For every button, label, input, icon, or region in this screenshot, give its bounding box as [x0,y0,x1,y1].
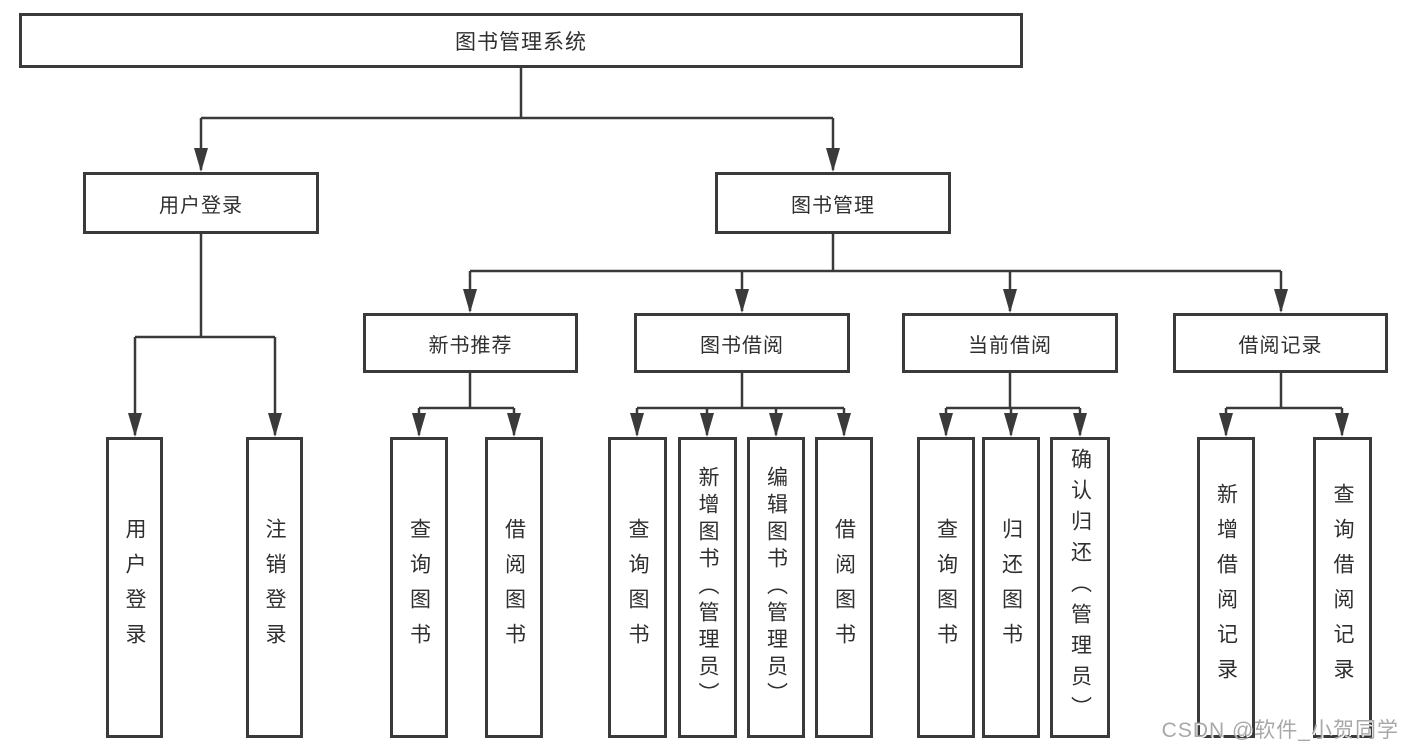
connector-current-borrow-children [939,373,1087,437]
connector-book-borrow-children [630,373,851,437]
leaf-borrow-books-recommend: 借阅图书 [485,437,543,738]
connector-new-book-recommend-children [412,373,521,437]
node-label: 用户登录 [159,194,243,217]
node-label: 注销登录 [263,517,286,658]
node-label: 查询借阅记录 [1331,482,1354,693]
node-label: 借阅图书 [832,517,856,658]
node-label: 新增图书（管理员） [696,466,719,709]
node-label: 新书推荐 [428,334,513,357]
leaf-add-borrow-record: 新增借阅记录 [1197,437,1255,738]
node-current-borrow: 当前借阅 [902,313,1118,373]
leaf-query-books-recommend: 查询图书 [390,437,448,738]
node-label: 借阅图书 [502,517,526,658]
leaf-edit-books-admin: 编辑图书（管理员） [747,437,805,738]
connector-borrow-record-children [1219,373,1349,437]
node-label: 新增借阅记录 [1214,482,1238,693]
leaf-add-books-admin: 新增图书（管理员） [678,437,737,738]
node-label: 当前借阅 [968,334,1052,357]
node-book-borrow: 图书借阅 [634,313,850,373]
node-user-login: 用户登录 [83,172,319,234]
node-root-library-management-system: 图书管理系统 [19,13,1023,68]
node-label: 借阅记录 [1238,334,1323,357]
node-new-book-recommend: 新书推荐 [363,313,578,373]
leaf-query-books-borrow: 查询图书 [608,437,667,738]
leaf-borrow-books: 借阅图书 [815,437,873,738]
node-label: 确认归还（管理员） [1068,448,1092,727]
node-label: 编辑图书（管理员） [764,466,788,709]
node-label: 图书管理系统 [455,30,587,54]
leaf-user-login: 用户登录 [106,437,163,738]
node-label: 查询图书 [407,517,431,658]
node-label: 图书管理 [791,194,875,217]
node-label: 用户登录 [123,517,146,658]
leaf-query-books-current: 查询图书 [917,437,975,738]
leaf-return-books: 归还图书 [982,437,1040,738]
connector-user-login-children [128,234,282,437]
node-label: 归还图书 [999,517,1023,658]
csdn-watermark: CSDN @软件_小贺同学 [1161,719,1399,742]
node-book-management: 图书管理 [715,172,951,234]
node-borrow-record: 借阅记录 [1173,313,1388,373]
connector-book-management-to-level3 [463,234,1288,313]
node-label: 查询图书 [934,517,958,658]
leaf-query-borrow-record: 查询借阅记录 [1313,437,1372,738]
node-label: 查询图书 [626,517,649,658]
leaf-confirm-return-admin: 确认归还（管理员） [1050,437,1110,738]
node-label: 图书借阅 [700,334,784,357]
leaf-logout: 注销登录 [246,437,303,738]
connector-root-to-level2 [194,68,840,172]
